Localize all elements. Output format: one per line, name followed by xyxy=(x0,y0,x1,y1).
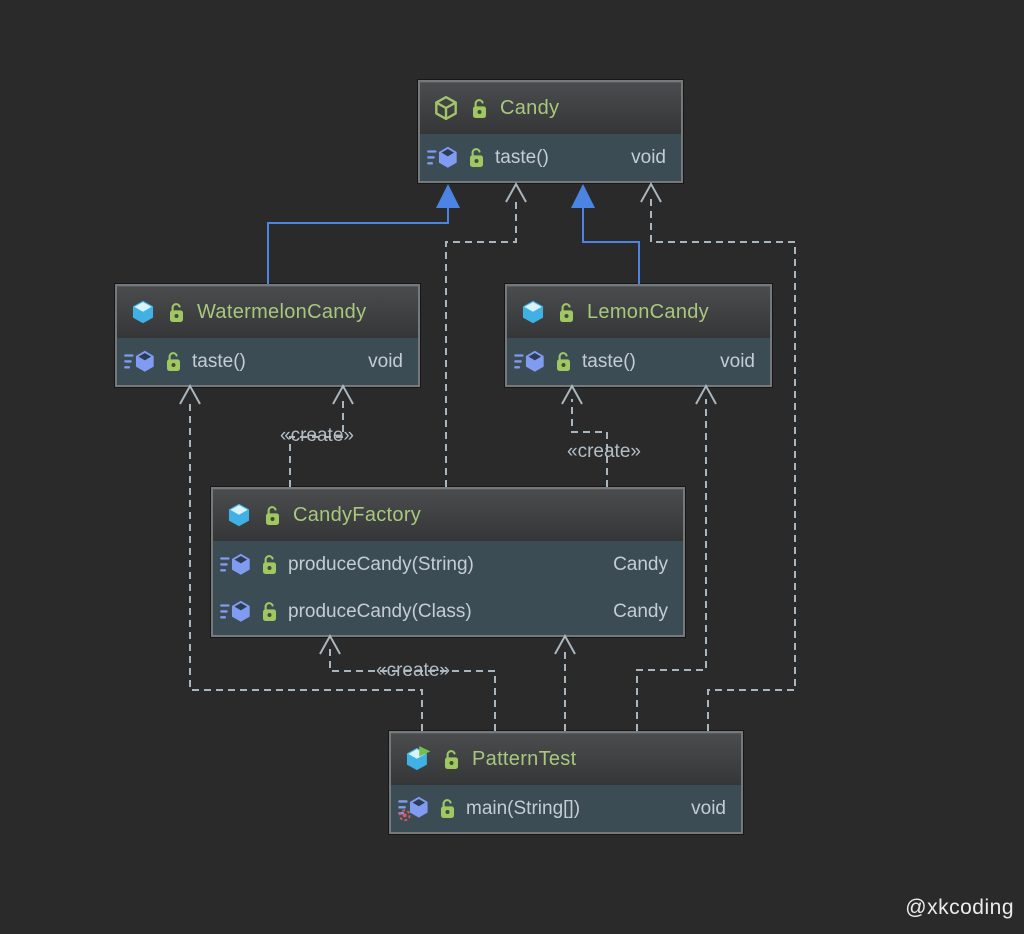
edge-label-create: «create» xyxy=(376,660,450,681)
arrowhead-test-depends-candy xyxy=(640,181,662,203)
method-return-type: void xyxy=(631,146,666,168)
class-members-pattern-test: main(String[]) void xyxy=(391,785,741,832)
class-header-candy-factory[interactable]: CandyFactory xyxy=(213,489,683,541)
class-node-watermelon-candy[interactable]: WatermelonCandy taste() void xyxy=(115,284,420,387)
method-icon xyxy=(427,145,458,171)
arrowhead-test-creates-factory xyxy=(319,633,341,655)
class-members-watermelon-candy: taste() void xyxy=(117,338,418,385)
lock-icon xyxy=(558,302,575,323)
class-header-pattern-test[interactable]: PatternTest xyxy=(391,733,741,785)
method-row[interactable]: taste() void xyxy=(420,134,681,181)
method-icon xyxy=(514,349,545,375)
method-name: produceCandy(String) xyxy=(288,553,474,575)
class-icon xyxy=(520,299,546,325)
class-header-candy[interactable]: Candy xyxy=(420,82,681,134)
class-name: CandyFactory xyxy=(293,503,422,526)
lock-icon xyxy=(439,798,456,819)
arrowhead-test-depends-factory xyxy=(554,633,576,655)
class-name: LemonCandy xyxy=(587,300,709,323)
method-row[interactable]: produceCandy(String) Candy xyxy=(213,541,683,588)
class-header-lemon-candy[interactable]: LemonCandy xyxy=(507,286,770,338)
class-node-lemon-candy[interactable]: LemonCandy taste() void xyxy=(505,284,772,387)
edge-watermelon-extends-candy xyxy=(267,206,449,284)
lock-icon xyxy=(264,505,281,526)
method-row[interactable]: main(String[]) void xyxy=(391,785,741,832)
class-node-pattern-test[interactable]: PatternTest main(String[]) void xyxy=(389,731,743,834)
method-name: taste() xyxy=(192,350,246,372)
class-icon xyxy=(130,299,156,325)
method-return-type: void xyxy=(691,797,726,819)
method-name: produceCandy(Class) xyxy=(288,600,472,622)
edge-label-create: «create» xyxy=(280,425,354,446)
method-icon xyxy=(220,552,251,578)
class-name: WatermelonCandy xyxy=(197,300,367,323)
class-members-candy: taste() void xyxy=(420,134,681,181)
arrowhead-lemon-extends-candy xyxy=(571,184,595,208)
class-header-watermelon-candy[interactable]: WatermelonCandy xyxy=(117,286,418,338)
lock-icon xyxy=(443,749,460,770)
arrowhead-test-depends-lemon xyxy=(695,383,717,405)
arrowhead-factory-depends-candy xyxy=(505,181,527,203)
arrowhead-factory-creates-lemon xyxy=(561,383,583,405)
method-name: main(String[]) xyxy=(466,797,581,819)
method-icon xyxy=(220,599,251,625)
method-name: taste() xyxy=(495,146,549,168)
lock-icon xyxy=(261,601,278,622)
edge-lemon-extends-candy xyxy=(582,206,640,284)
watermark: @xkcoding xyxy=(905,896,1014,919)
arrowhead-watermelon-extends-candy xyxy=(436,184,460,208)
edge-test-depends-candy xyxy=(650,197,796,731)
method-return-type: Candy xyxy=(613,600,668,622)
method-row[interactable]: taste() void xyxy=(117,338,418,385)
arrowhead-test-depends-watermelon xyxy=(179,383,201,405)
method-return-type: Candy xyxy=(613,553,668,575)
class-icon xyxy=(226,502,252,528)
lock-icon xyxy=(168,302,185,323)
interface-icon xyxy=(433,95,459,121)
main-method-icon xyxy=(398,795,429,822)
lock-icon xyxy=(555,351,572,372)
arrowhead-factory-creates-watermelon xyxy=(332,383,354,405)
lock-icon xyxy=(471,98,488,119)
method-row[interactable]: produceCandy(Class) Candy xyxy=(213,588,683,635)
lock-icon xyxy=(165,351,182,372)
class-node-candy[interactable]: Candy taste() void xyxy=(418,80,683,183)
lock-icon xyxy=(261,554,278,575)
method-return-type: void xyxy=(720,350,755,372)
method-name: taste() xyxy=(582,350,636,372)
edge-label-create: «create» xyxy=(567,441,641,462)
class-name: PatternTest xyxy=(472,747,577,770)
class-members-lemon-candy: taste() void xyxy=(507,338,770,385)
runnable-class-icon xyxy=(404,746,431,772)
method-icon xyxy=(124,349,155,375)
method-return-type: void xyxy=(368,350,403,372)
class-name: Candy xyxy=(500,96,560,119)
lock-icon xyxy=(468,147,485,168)
method-row[interactable]: taste() void xyxy=(507,338,770,385)
